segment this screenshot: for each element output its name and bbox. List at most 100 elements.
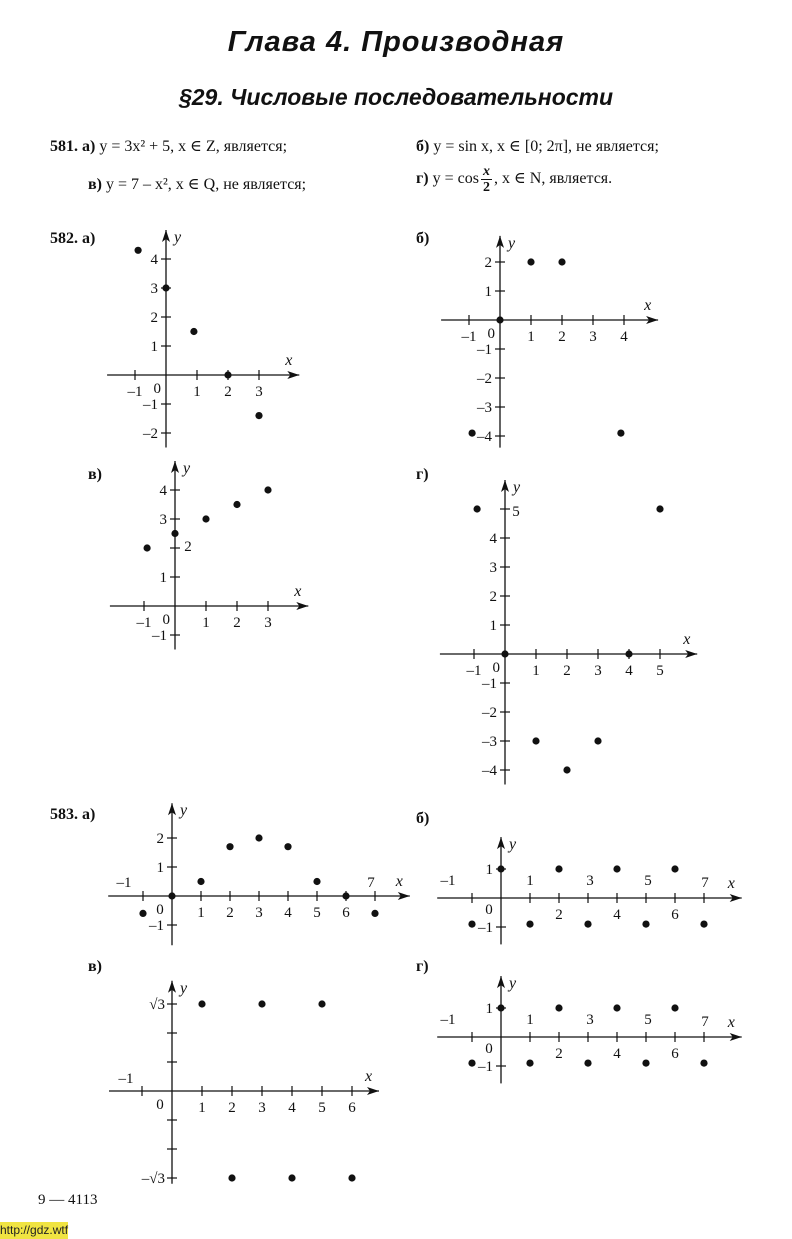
sequence-point — [348, 1174, 356, 1182]
x-tick-label: 1 — [202, 615, 210, 631]
problem-583-v-label: в) — [88, 958, 102, 975]
sequence-point — [255, 834, 263, 842]
sequence-point — [197, 877, 205, 886]
sequence-point — [584, 1059, 592, 1067]
sequence-point — [313, 877, 321, 886]
sequence-point — [532, 737, 540, 745]
origin-label: 0 — [493, 660, 501, 676]
tick-label: 1 — [526, 873, 534, 889]
sequence-point — [671, 865, 679, 873]
sequence-point — [501, 650, 509, 658]
x-axis-label: x — [682, 631, 690, 648]
sequence-point — [656, 505, 664, 513]
sequence-point — [526, 920, 534, 928]
problem-583-g-label: г) — [416, 958, 429, 975]
y-tick-label: 1 — [490, 618, 498, 634]
tick-label: 3 — [586, 873, 594, 889]
sequence-point — [594, 737, 602, 745]
y-tick-label: –3 — [481, 734, 497, 750]
sequence-point — [563, 766, 571, 774]
y-tick-label: –1 — [476, 342, 492, 358]
x-tick-label: 5 — [656, 663, 664, 679]
fraction-denominator: 2 — [482, 180, 490, 195]
sequence-point — [318, 1000, 326, 1008]
x-tick-label: 4 — [613, 1046, 621, 1062]
y-tick-label: –1 — [477, 1059, 493, 1075]
y-tick-label: –3 — [476, 400, 492, 416]
sequence-point — [202, 515, 210, 523]
tick-label: 0 — [156, 1097, 164, 1113]
sequence-point — [162, 284, 170, 292]
sequence-point — [700, 920, 708, 928]
x-tick-label: 4 — [620, 329, 628, 345]
y-axis-arrow — [168, 803, 176, 816]
x-axis-arrow — [287, 371, 300, 379]
x-tick-label: 2 — [563, 663, 571, 679]
item-label: б) — [416, 138, 430, 155]
y-tick-label: 2 — [157, 831, 165, 847]
y-tick-label: 1 — [160, 570, 168, 586]
sequence-point — [224, 371, 232, 379]
y-axis-label: y — [506, 235, 516, 252]
x-tick-label: 5 — [313, 905, 321, 921]
y-axis-label: y — [178, 802, 188, 819]
problem-581-a: 581. а) y = 3x² + 5, x ∈ Z, является; — [50, 136, 287, 156]
sequence-point — [171, 529, 179, 538]
y-tick-label: 4 — [490, 531, 498, 547]
tick-label: 7 — [367, 875, 375, 891]
x-tick-label: 1 — [193, 384, 201, 400]
x-tick-label: 3 — [264, 615, 272, 631]
y-axis-arrow — [497, 837, 505, 850]
x-tick-label: 2 — [224, 384, 232, 400]
x-tick-label: 2 — [228, 1100, 236, 1116]
sqrt-label: –√3 — [141, 1171, 165, 1187]
sequence-point — [625, 650, 633, 658]
sequence-point — [496, 316, 504, 324]
problem-582-b-label: б) — [416, 230, 430, 247]
x-tick-label: 1 — [197, 905, 205, 921]
source-url-badge[interactable]: http://gdz.wtf — [0, 1222, 69, 1239]
x-axis-arrow — [729, 894, 742, 902]
item-label: г) — [416, 170, 429, 188]
y-tick-label: –1 — [151, 628, 167, 644]
y-axis-arrow — [496, 235, 504, 248]
sqrt-label: √3 — [149, 997, 165, 1013]
x-tick-label: 2 — [233, 615, 241, 631]
x-tick-label: 6 — [671, 907, 679, 923]
y-axis-label: y — [172, 229, 182, 246]
x-tick-label: 6 — [342, 905, 350, 921]
x-tick-label: 4 — [625, 663, 633, 679]
x-axis-arrow — [646, 316, 659, 324]
x-tick-label: 1 — [532, 663, 540, 679]
item-label: а) — [82, 806, 96, 823]
x-tick-label: –1 — [127, 384, 143, 400]
x-tick-label: 6 — [348, 1100, 356, 1116]
sequence-point — [642, 920, 650, 928]
y-tick-label: –2 — [142, 426, 158, 442]
y-axis-arrow — [497, 976, 505, 989]
chapter-title: Глава 4. Производная — [227, 26, 565, 58]
sequence-point — [527, 258, 535, 266]
x-axis-label: x — [395, 873, 403, 890]
y-tick-label: –4 — [476, 429, 493, 445]
x-axis-label: x — [643, 297, 651, 314]
x-axis-arrow — [729, 1033, 742, 1041]
section-title: §29. Числовые последовательности — [178, 84, 614, 110]
origin-label: 0 — [488, 326, 496, 342]
y-tick-label: –2 — [481, 705, 497, 721]
sequence-point — [555, 1004, 563, 1012]
y-tick-label: 1 — [157, 860, 165, 876]
x-axis-label: x — [293, 583, 301, 600]
y-tick-label: 1 — [486, 1001, 494, 1017]
tick-label: 5 — [512, 504, 520, 520]
sequence-point — [143, 544, 151, 552]
sequence-point — [613, 1004, 621, 1012]
sequence-point — [497, 1004, 505, 1012]
problem-number: 582. — [50, 230, 78, 247]
